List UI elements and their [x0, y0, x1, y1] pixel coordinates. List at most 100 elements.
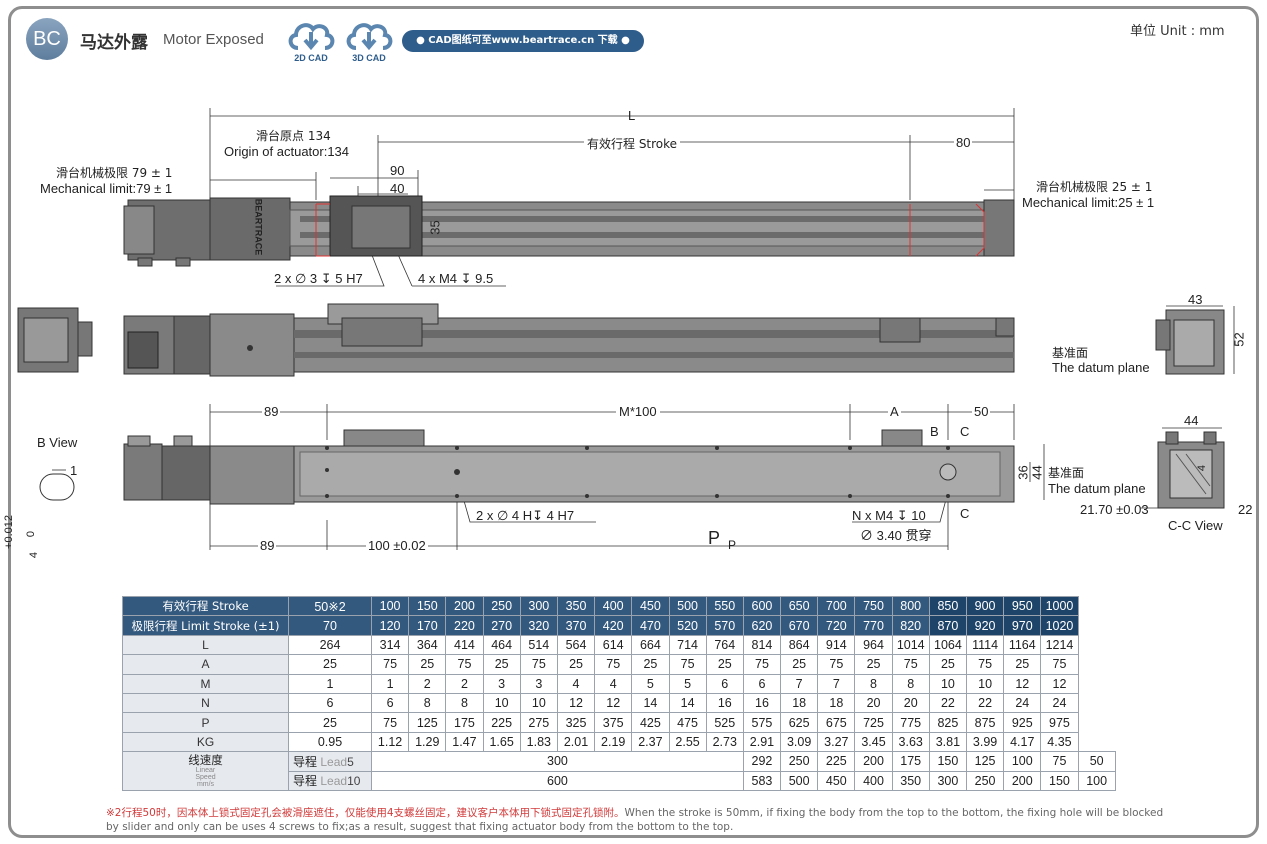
table-cell: 16 — [742, 692, 782, 714]
table-cell: 3 — [482, 673, 521, 694]
table-cell: 16 — [705, 692, 744, 714]
table-cell: 1164 — [1003, 634, 1042, 656]
table-cell: 1114 — [965, 634, 1005, 656]
lead-cn: 导程 — [293, 754, 318, 769]
dim-44-cc: 44 — [1184, 413, 1199, 428]
dim-m100: M*100 — [616, 404, 660, 419]
table-cell: 250 — [780, 751, 819, 772]
table-cell: 150 — [928, 751, 968, 772]
footnote-cn: ※2行程50时，因本体上锁式固定孔会被滑座遮住，仅能使用4支螺丝固定，建议客户本… — [106, 807, 625, 819]
table-cell: 3 — [519, 673, 558, 694]
hole-spec-3: 2 x ∅ 4 H↧ 4 H7 — [476, 508, 575, 523]
table-cell: 25 — [288, 712, 372, 733]
tolerance-nominal: 4 — [28, 551, 41, 559]
table-cell: 25 — [854, 654, 893, 675]
table-cell-merged: 300 — [371, 751, 744, 772]
table-cell: 675 — [817, 712, 856, 733]
stroke-label: 有效行程 Stroke — [584, 135, 681, 152]
table-cell: 18 — [817, 692, 856, 714]
footnote-en: When the stroke is 50mm, if fixing the b… — [106, 807, 1164, 833]
table-cell: 1.12 — [370, 731, 410, 753]
table-cell: 414 — [445, 634, 484, 656]
datum-cn-2: 基准面 — [1048, 466, 1085, 480]
cloud-download-icon — [288, 23, 335, 51]
series-badge: BC — [26, 18, 68, 60]
table-cell: 500 — [668, 595, 707, 617]
datum-en-2: The datum plane — [1048, 481, 1146, 496]
table-cell: 925 — [1003, 712, 1042, 733]
table-cell: 12 — [1040, 673, 1079, 694]
table-cell: 525 — [705, 712, 744, 733]
table-cell: 125 — [965, 751, 1005, 772]
dim-21-70: 21.70 ±0.03 — [1080, 502, 1149, 517]
table-row-label: 有效行程 Stroke — [122, 595, 289, 617]
table-cell: 350 — [891, 770, 930, 791]
table-cell: 400 — [594, 595, 633, 617]
table-cell: 470 — [631, 615, 670, 636]
table-cell: 320 — [519, 615, 558, 636]
table-cell: 175 — [891, 751, 930, 772]
table-cell: 22 — [965, 692, 1005, 714]
cad-2d-label: 2D CAD — [294, 53, 328, 63]
table-cell: 2.73 — [705, 731, 744, 753]
hole-spec-2: 4 x M4 ↧ 9.5 — [418, 271, 494, 286]
table-cell: 14 — [631, 692, 670, 714]
table-cell: 3.09 — [780, 731, 819, 753]
table-cell: 200 — [854, 751, 893, 772]
table-cell: 820 — [891, 615, 930, 636]
section-B: B — [930, 424, 939, 439]
table-cell: 1.83 — [519, 731, 558, 753]
table-cell: 75 — [1040, 751, 1079, 772]
table-cell: 564 — [556, 634, 596, 656]
table-cell: 50 — [1077, 751, 1116, 772]
table-cell: 3.27 — [817, 731, 856, 753]
cc-view-label: C-C View — [1168, 518, 1223, 533]
table-cell: 6 — [370, 692, 410, 714]
dim-35: 35 — [427, 220, 443, 235]
table-cell: 10 — [482, 692, 521, 714]
dim-36: 36 — [1015, 465, 1031, 480]
table-cell: 625 — [780, 712, 819, 733]
cad-download-link[interactable]: ● CAD图纸可至www.beartrace.cn 下载 ● — [402, 30, 644, 52]
table-cell: 8 — [408, 692, 447, 714]
lead-label-cell: 导程 Lead5 — [288, 751, 372, 772]
title-en: Motor Exposed — [163, 31, 264, 48]
table-cell: 10 — [928, 673, 968, 694]
table-cell: 1.47 — [445, 731, 484, 753]
table-cell: 25 — [780, 654, 819, 675]
table-cell: 125 — [408, 712, 447, 733]
hole-spec-4: N x M4 ↧ 10 — [852, 508, 926, 523]
table-cell: 100 — [1003, 751, 1042, 772]
table-cell: 8 — [891, 673, 930, 694]
table-cell: 325 — [556, 712, 596, 733]
cad-2d-button[interactable]: 2D CAD — [284, 18, 338, 66]
dim-43: 43 — [1188, 292, 1203, 307]
table-cell: 292 — [742, 751, 782, 772]
table-cell: 620 — [742, 615, 782, 636]
section-C-top: C — [960, 424, 970, 439]
table-row-label: 极限行程 Limit Stroke (±1) — [122, 615, 289, 636]
table-cell: 6 — [742, 673, 782, 694]
table-cell: 20 — [891, 692, 930, 714]
dim-L: L — [628, 108, 636, 123]
table-cell: 5 — [631, 673, 670, 694]
cad-3d-button[interactable]: 3D CAD — [342, 18, 396, 66]
table-cell: 1014 — [891, 634, 930, 656]
table-cell: 6 — [288, 692, 372, 714]
dim-1: 1 — [70, 463, 78, 478]
table-cell: 75 — [668, 654, 707, 675]
table-cell: 22 — [928, 692, 968, 714]
dim-80: 80 — [954, 135, 973, 150]
b-view-label: B View — [37, 435, 78, 450]
table-cell: 420 — [594, 615, 633, 636]
table-cell: 200 — [445, 595, 484, 617]
table-cell-merged: 600 — [371, 770, 744, 791]
